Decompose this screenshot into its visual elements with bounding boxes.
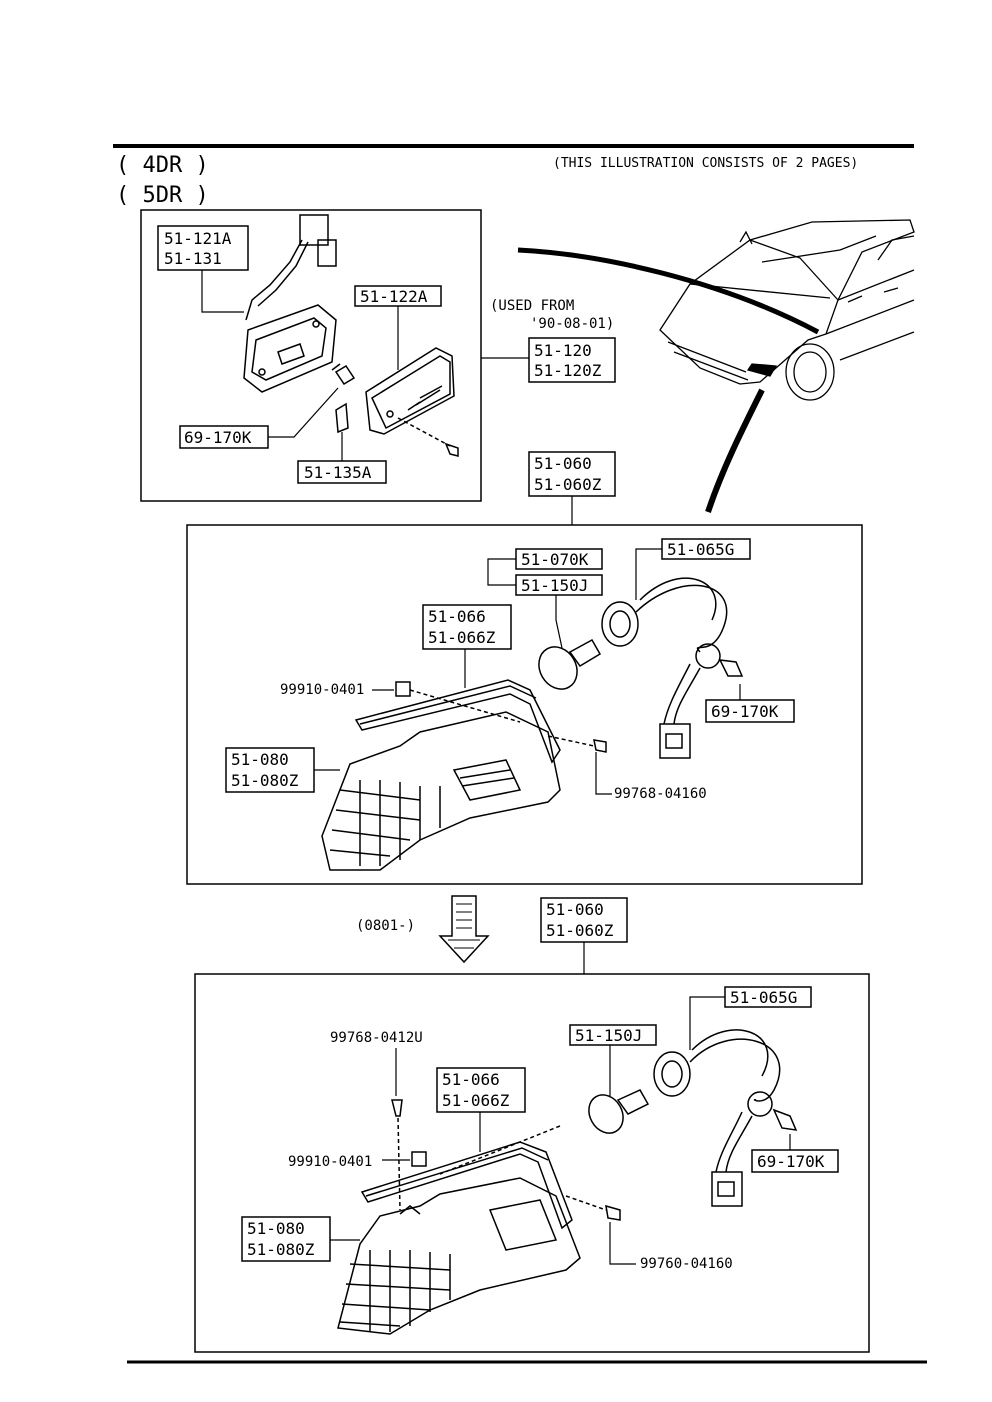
svg-text:51-080Z: 51-080Z <box>247 1240 315 1259</box>
lower-bulb <box>439 1089 650 1175</box>
lower-housing <box>337 1177 581 1335</box>
pages-note: (THIS ILLUSTRATION CONSISTS OF 2 PAGES) <box>553 156 858 171</box>
svg-text:51-080: 51-080 <box>247 1219 305 1238</box>
label-screw-upper: 99768-04160 <box>595 752 707 802</box>
svg-text:51-131: 51-131 <box>164 249 222 268</box>
label-51-135A: 51-135A <box>297 432 387 484</box>
callout-arrow-side <box>517 247 820 335</box>
car-illustration <box>659 219 915 401</box>
svg-text:51-122A: 51-122A <box>360 287 428 306</box>
upper-screw <box>547 735 607 753</box>
upper-socket-harness <box>601 577 744 759</box>
svg-text:99910-0401: 99910-0401 <box>280 682 364 698</box>
label-69-170K-side: 69-170K <box>179 387 339 449</box>
label-69-170K-upper: 69-170K <box>705 684 795 723</box>
svg-text:51-066: 51-066 <box>442 1070 500 1089</box>
label-51-122A: 51-122A <box>354 285 442 370</box>
svg-text:99768-04160: 99768-04160 <box>614 786 707 802</box>
svg-text:51-060Z: 51-060Z <box>534 475 602 494</box>
lower-socket-harness <box>653 1029 798 1207</box>
svg-text:51-150J: 51-150J <box>521 576 588 595</box>
svg-text:51-121A: 51-121A <box>164 229 232 248</box>
upper-bulb <box>538 638 602 690</box>
label-51-066-lower: 51-066 51-066Z <box>436 1067 526 1152</box>
svg-text:99760-04160: 99760-04160 <box>640 1256 733 1272</box>
label-51-120: (USED FROM '90-08-01) 51-120 51-120Z <box>481 298 616 383</box>
side-marker-pad <box>335 402 349 434</box>
svg-text:51-150J: 51-150J <box>575 1026 642 1045</box>
label-screw-top-lower: 99768-0412U <box>330 1030 423 1096</box>
label-51-065G-lower: 51-065G <box>689 986 812 1050</box>
upper-housing <box>321 711 561 871</box>
label-clip-lower: 99910-0401 <box>288 1154 410 1170</box>
svg-text:51-060: 51-060 <box>534 454 592 473</box>
change-arrow: (0801-) <box>356 895 490 964</box>
upper-gasket <box>354 679 561 764</box>
label-51-121A: 51-121A 51-131 <box>157 225 249 313</box>
side-marker-lens <box>365 347 455 435</box>
label-51-070K-group: 51-070K 51-150J <box>487 548 603 649</box>
svg-text:51-080: 51-080 <box>231 750 289 769</box>
label-51-060-upper: 51-060 51-060Z <box>528 451 616 525</box>
lower-screw <box>565 1195 621 1221</box>
svg-text:51-065G: 51-065G <box>667 540 734 559</box>
svg-text:51-120: 51-120 <box>534 341 592 360</box>
label-51-065G-upper: 51-065G <box>635 538 751 600</box>
svg-text:51-060: 51-060 <box>546 900 604 919</box>
svg-text:51-066Z: 51-066Z <box>428 628 496 647</box>
label-51-066-upper: 51-066 51-066Z <box>422 604 512 688</box>
upper-clip <box>395 681 521 723</box>
combination-lamp-box-upper <box>186 524 863 885</box>
body-4dr-label: ( 4DR ) <box>116 153 209 178</box>
label-51-080-upper: 51-080 51-080Z <box>225 747 340 793</box>
body-5dr-label: ( 5DR ) <box>116 183 209 208</box>
svg-text:99768-0412U: 99768-0412U <box>330 1030 423 1046</box>
lower-gasket <box>360 1141 573 1230</box>
svg-text:(USED FROM: (USED FROM <box>490 298 574 314</box>
svg-text:51-070K: 51-070K <box>521 550 589 569</box>
svg-text:51-066Z: 51-066Z <box>442 1091 510 1110</box>
side-marker-box <box>140 209 482 502</box>
svg-text:(0801-): (0801-) <box>356 918 415 934</box>
side-marker-socket <box>243 214 337 393</box>
label-51-150J-lower: 51-150J <box>569 1024 657 1096</box>
svg-text:69-170K: 69-170K <box>757 1152 825 1171</box>
label-69-170K-lower: 69-170K <box>751 1134 839 1173</box>
lower-screw-top <box>391 1099 403 1211</box>
combination-lamp-box-lower <box>194 973 870 1353</box>
svg-text:99910-0401: 99910-0401 <box>288 1154 372 1170</box>
svg-text:51-065G: 51-065G <box>730 988 797 1007</box>
label-screw-lower: 99760-04160 <box>609 1222 733 1272</box>
svg-text:51-135A: 51-135A <box>304 463 372 482</box>
label-clip-upper: 99910-0401 <box>280 682 394 698</box>
svg-text:51-080Z: 51-080Z <box>231 771 299 790</box>
svg-text:51-060Z: 51-060Z <box>546 921 614 940</box>
label-51-060-lower: 51-060 51-060Z <box>540 897 628 974</box>
svg-text:'90-08-01): '90-08-01) <box>530 316 614 332</box>
side-marker-bulb <box>331 363 356 386</box>
side-marker-screw <box>397 417 459 457</box>
svg-text:51-066: 51-066 <box>428 607 486 626</box>
svg-text:51-120Z: 51-120Z <box>534 361 602 380</box>
svg-text:69-170K: 69-170K <box>184 428 252 447</box>
svg-text:69-170K: 69-170K <box>711 702 779 721</box>
lower-clip <box>411 1151 427 1167</box>
callout-arrow-front <box>705 388 765 513</box>
label-51-080-lower: 51-080 51-080Z <box>241 1216 360 1262</box>
